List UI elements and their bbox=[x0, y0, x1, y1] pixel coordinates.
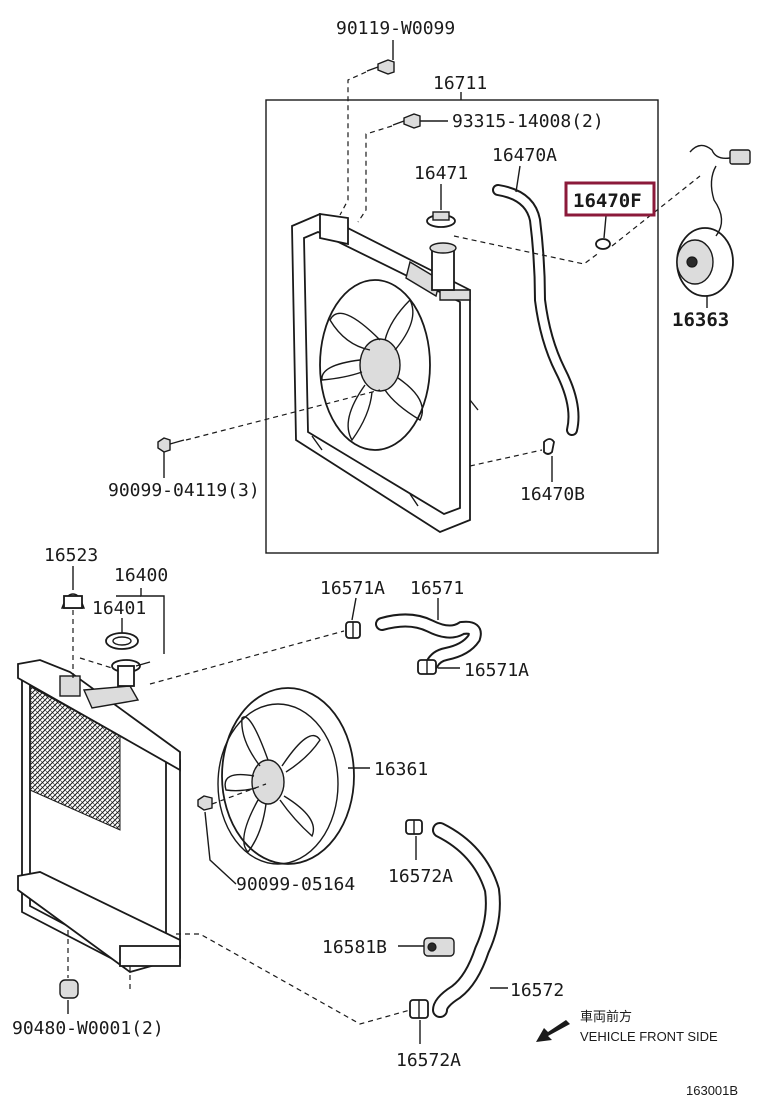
label-90099-04119[interactable]: 90099-04119(3) bbox=[108, 480, 260, 501]
label-16470F[interactable]: 16470F bbox=[573, 190, 642, 212]
dash-93315 bbox=[357, 125, 393, 223]
mount-cushion-icon bbox=[59, 979, 79, 999]
label-16711[interactable]: 16711 bbox=[433, 73, 487, 94]
label-16572A-bottom[interactable]: 16572A bbox=[396, 1050, 461, 1071]
leader-16400 bbox=[140, 588, 165, 654]
overflow-hose-icon bbox=[492, 184, 580, 436]
bolt-icon bbox=[392, 113, 421, 129]
hose-fitting-icon bbox=[423, 937, 455, 957]
diagram-id: 163001B bbox=[686, 1083, 738, 1098]
label-16470B[interactable]: 16470B bbox=[520, 484, 585, 505]
leader-16470F bbox=[603, 215, 607, 239]
label-16571[interactable]: 16571 bbox=[410, 578, 464, 599]
highlight-box bbox=[564, 181, 656, 217]
label-16470A[interactable]: 16470A bbox=[492, 145, 557, 166]
label-16581B[interactable]: 16581B bbox=[322, 937, 387, 958]
hose-clamp-icon bbox=[345, 621, 361, 639]
label-16523[interactable]: 16523 bbox=[44, 545, 98, 566]
label-16571A-top[interactable]: 16571A bbox=[320, 578, 385, 599]
dash-16470B bbox=[469, 449, 543, 467]
direction-note-english: VEHICLE FRONT SIDE bbox=[580, 1029, 718, 1044]
hose-clamp-icon bbox=[417, 659, 437, 675]
label-16401[interactable]: 16401 bbox=[92, 598, 146, 619]
radiator-icon bbox=[17, 659, 181, 973]
filler-neck-icon bbox=[111, 659, 151, 687]
dash-16572A-bottom bbox=[176, 933, 411, 1025]
label-16361[interactable]: 16361 bbox=[374, 759, 428, 780]
dash-16470F bbox=[453, 235, 601, 265]
leader-16470A bbox=[515, 165, 521, 193]
dash-90099-04119 bbox=[185, 389, 381, 441]
upper-hose-icon bbox=[375, 613, 482, 671]
leader-16571A-top bbox=[351, 597, 357, 621]
bolt-icon bbox=[366, 59, 395, 75]
dash-16571A bbox=[149, 630, 345, 685]
dash-filler bbox=[79, 657, 113, 669]
direction-note-japanese: 車両前方 bbox=[580, 1009, 632, 1024]
leader-90099-05164 bbox=[204, 811, 237, 885]
hose-clamp-icon bbox=[409, 999, 429, 1019]
bolt-icon bbox=[157, 437, 185, 453]
lower-hose-icon bbox=[432, 822, 501, 1018]
shroud-assembly-frame bbox=[265, 99, 659, 554]
label-16572[interactable]: 16572 bbox=[510, 980, 564, 1001]
hose-clamp-icon bbox=[405, 819, 423, 835]
nut-icon bbox=[197, 795, 213, 811]
label-90480-W0001[interactable]: 90480-W0001(2) bbox=[12, 1018, 164, 1039]
fan-motor-icon bbox=[676, 144, 751, 297]
hose-clip-icon bbox=[543, 438, 555, 455]
dash-16470F-b bbox=[611, 175, 701, 247]
radiator-cap-icon bbox=[60, 593, 86, 609]
label-90099-05164[interactable]: 90099-05164 bbox=[236, 874, 355, 895]
label-16363[interactable]: 16363 bbox=[672, 309, 729, 331]
label-16471[interactable]: 16471 bbox=[414, 163, 468, 184]
fan-shroud-icon bbox=[291, 212, 479, 534]
cap-icon bbox=[426, 211, 456, 228]
cooling-fan-icon bbox=[217, 687, 355, 865]
label-90119-W0099[interactable]: 90119-W0099 bbox=[336, 18, 455, 39]
dash-90119 bbox=[339, 71, 367, 216]
dash-90099-05164 bbox=[211, 783, 267, 805]
hose-clamp-icon bbox=[595, 238, 611, 250]
arrow-down-left-icon bbox=[536, 1020, 570, 1042]
label-16572A-top[interactable]: 16572A bbox=[388, 866, 453, 887]
label-93315-14008[interactable]: 93315-14008(2) bbox=[452, 111, 604, 132]
label-16400[interactable]: 16400 bbox=[114, 565, 168, 586]
gasket-icon bbox=[105, 632, 139, 650]
label-16571A-bottom[interactable]: 16571A bbox=[464, 660, 529, 681]
